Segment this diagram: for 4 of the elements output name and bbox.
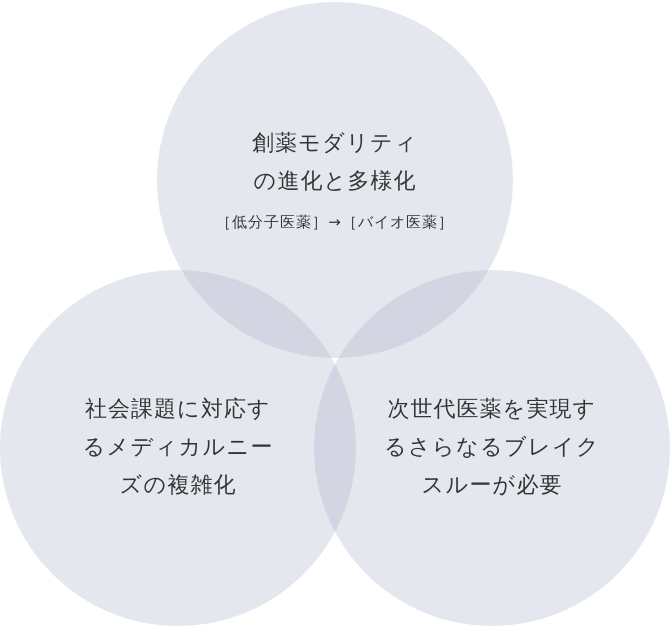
circle-label: 次世代医薬を実現するさらなるブレイクスルーが必要 [382,396,601,500]
circle-label: 社会課題に対応するメディカルニーズの複雑化 [82,396,274,500]
circle-label: 創薬モダリティの進化と多様化 [250,130,419,196]
circle-subtext: ［低分子医薬］→［バイオ医薬］ [216,212,454,233]
